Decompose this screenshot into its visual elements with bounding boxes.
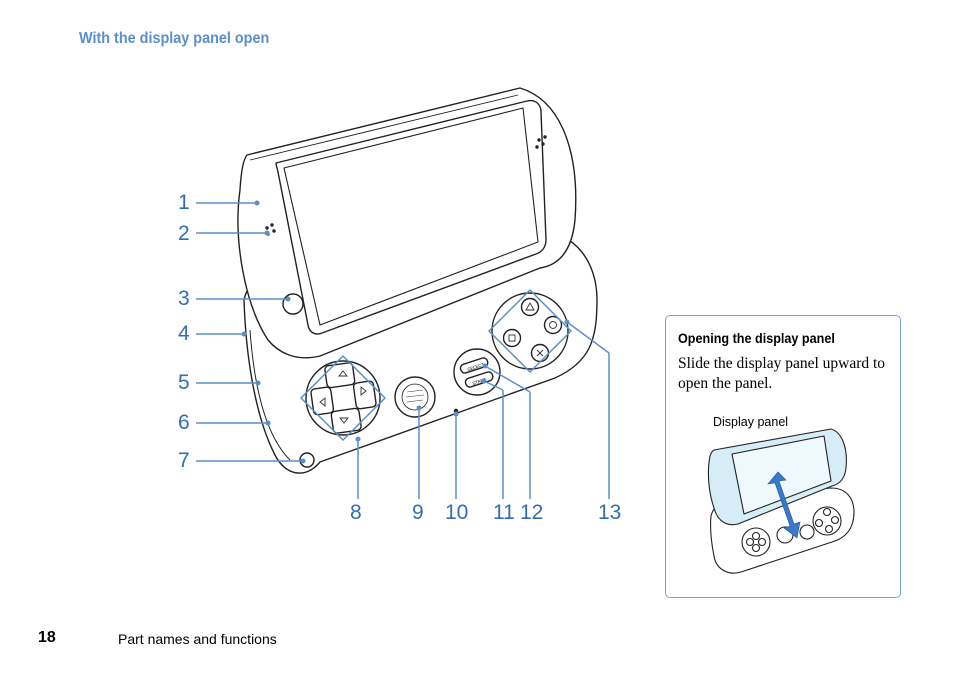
action-buttons-highlight xyxy=(488,289,572,373)
callout-5: 5 xyxy=(178,371,190,394)
slide-arrow xyxy=(767,471,801,539)
square-button xyxy=(502,328,522,348)
leader-12-bend xyxy=(484,365,531,393)
info-box: Opening the display panel Slide the disp… xyxy=(665,315,901,598)
directional-buttons xyxy=(305,360,381,436)
page-number: 18 xyxy=(38,629,56,646)
callout-9: 9 xyxy=(412,501,424,524)
mini-screen xyxy=(731,435,832,515)
callout-13: 13 xyxy=(598,501,622,524)
info-title: Opening the display panel xyxy=(678,330,835,346)
select-label: SELECT xyxy=(467,362,485,372)
display-panel-label: Display panel xyxy=(713,415,789,429)
footer-section: Part names and functions xyxy=(118,631,277,647)
leader-13-bend xyxy=(566,321,610,354)
callout-2: 2 xyxy=(178,222,190,245)
circle-button xyxy=(543,315,563,335)
callout-7: 7 xyxy=(178,449,190,472)
callout-12: 12 xyxy=(520,501,544,524)
start-button xyxy=(464,371,494,388)
directional-buttons-highlight xyxy=(300,355,386,441)
info-body: Slide the display panel upward to open t… xyxy=(678,355,886,392)
section-title: With the display panel open xyxy=(79,30,270,47)
callout-11: 11 xyxy=(493,501,515,524)
ps-button xyxy=(282,293,304,315)
callout-3: 3 xyxy=(178,287,190,310)
screen xyxy=(283,107,539,326)
callout-6: 6 xyxy=(178,411,190,434)
select-start-cluster xyxy=(453,348,501,396)
action-buttons xyxy=(491,292,569,370)
callout-4: 4 xyxy=(178,322,190,345)
callout-1: 1 xyxy=(178,191,190,214)
select-button xyxy=(459,357,489,374)
opening-illustration xyxy=(707,428,855,574)
callout-8: 8 xyxy=(350,501,362,524)
triangle-button xyxy=(520,297,540,317)
leader-11-bend xyxy=(483,380,504,391)
start-label: START xyxy=(472,377,487,386)
callout-10: 10 xyxy=(445,501,469,524)
